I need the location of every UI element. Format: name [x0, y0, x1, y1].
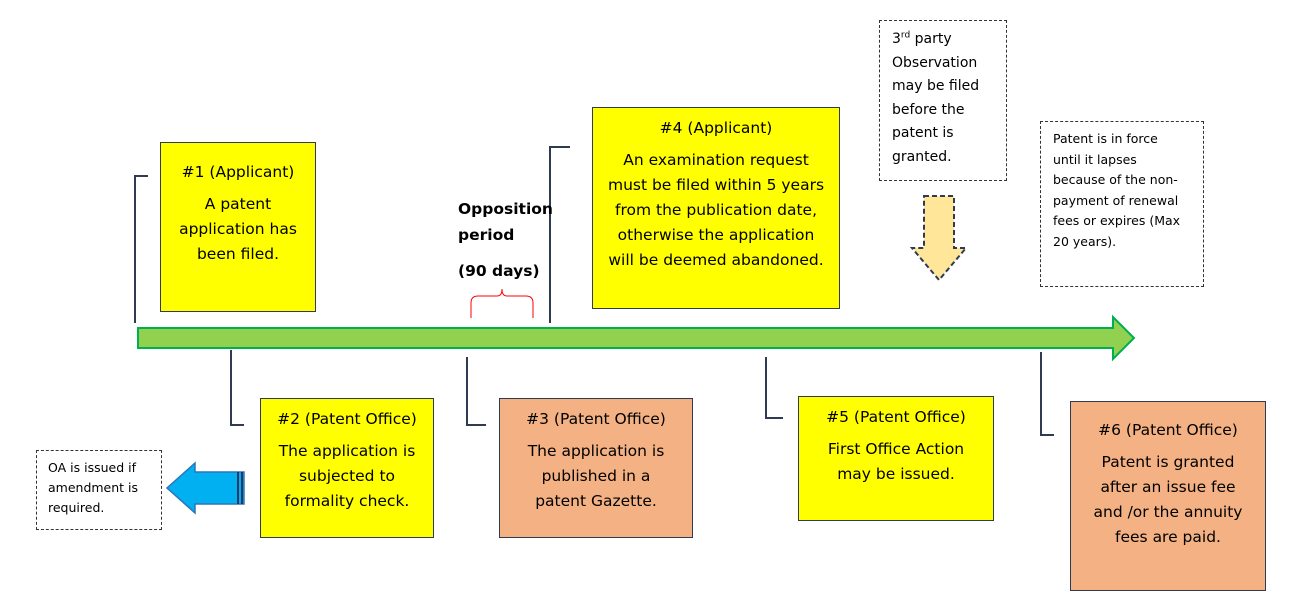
- event-4-box: #4 (Applicant) An examination request mu…: [592, 107, 840, 309]
- connector-6-horizontal: [1040, 434, 1054, 436]
- event-4-title: #4 (Applicant): [593, 116, 839, 141]
- event-1-box: #1 (Applicant) A patent application has …: [160, 142, 316, 312]
- event-1-line-1: A patent: [161, 192, 315, 217]
- event-1-title: #1 (Applicant): [161, 160, 315, 185]
- oa-line-2: amendment is: [48, 478, 161, 498]
- connector-5-vertical: [765, 357, 767, 419]
- event-6-line-1: Patent is granted: [1071, 450, 1265, 475]
- connector-2-horizontal: [230, 424, 244, 426]
- connector-3-horizontal: [466, 424, 486, 426]
- in-force-line-5: fees or expires (Max: [1053, 211, 1203, 232]
- event-3-line-3: patent Gazette.: [500, 489, 692, 514]
- event-2-line-1: The application is: [261, 439, 433, 464]
- third-party-line-4: patent is: [892, 122, 1006, 146]
- opposition-label: Opposition period (90 days): [458, 196, 553, 284]
- event-4-line-5: will be deemed abandoned.: [593, 248, 839, 273]
- connector-5-horizontal: [765, 417, 783, 419]
- third-party-line-2: may be filed: [892, 75, 1006, 99]
- oa-line-1: OA is issued if: [48, 458, 161, 478]
- event-2-title: #2 (Patent Office): [261, 407, 433, 432]
- event-4-line-2: must be filed within 5 years: [593, 173, 839, 198]
- event-2-line-3: formality check.: [261, 489, 433, 514]
- opposition-bracket: [471, 289, 533, 318]
- oa-line-3: required.: [48, 498, 161, 518]
- connector-6-vertical: [1040, 352, 1042, 436]
- event-3-box: #3 (Patent Office) The application is pu…: [499, 398, 693, 538]
- timeline-arrow: [138, 317, 1134, 359]
- third-party-line-1: Observation: [892, 52, 1006, 76]
- in-force-line-1: Patent is in force: [1053, 129, 1203, 150]
- in-force-note: Patent is in force until it lapses becau…: [1040, 121, 1204, 287]
- opposition-line-3: (90 days): [458, 258, 553, 284]
- connector-3-vertical: [466, 357, 468, 426]
- event-5-line-2: may be issued.: [799, 462, 993, 487]
- oa-note: OA is issued if amendment is required.: [36, 450, 162, 530]
- event-4-line-4: otherwise the application: [593, 223, 839, 248]
- event-3-line-1: The application is: [500, 439, 692, 464]
- event-6-title: #6 (Patent Office): [1071, 418, 1265, 443]
- connector-2-vertical: [230, 350, 232, 426]
- connector-4-horizontal: [549, 146, 570, 148]
- third-party-note: 3rd party Observation may be filed befor…: [879, 20, 1007, 181]
- third-party-line-0: 3rd party: [892, 28, 1006, 52]
- event-4-line-3: from the publication date,: [593, 198, 839, 223]
- event-2-line-2: subjected to: [261, 464, 433, 489]
- in-force-line-4: payment of renewal: [1053, 191, 1203, 212]
- third-party-line-5: granted.: [892, 146, 1006, 170]
- down-arrow-icon: [912, 196, 966, 280]
- connector-1-horizontal: [134, 175, 148, 177]
- event-3-title: #3 (Patent Office): [500, 407, 692, 432]
- opposition-line-1: Opposition: [458, 196, 553, 222]
- opposition-line-2: period: [458, 222, 553, 248]
- event-4-line-1: An examination request: [593, 148, 839, 173]
- event-3-line-2: published in a: [500, 464, 692, 489]
- event-6-line-2: after an issue fee: [1071, 475, 1265, 500]
- event-2-box: #2 (Patent Office) The application is su…: [260, 398, 434, 538]
- event-5-box: #5 (Patent Office) First Office Action m…: [798, 396, 994, 521]
- event-1-line-2: application has: [161, 217, 315, 242]
- in-force-line-6: 20 years).: [1053, 232, 1203, 253]
- event-6-box: #6 (Patent Office) Patent is granted aft…: [1070, 401, 1266, 591]
- in-force-line-3: because of the non-: [1053, 170, 1203, 191]
- event-6-line-3: and /or the annuity: [1071, 500, 1265, 525]
- third-party-line-3: before the: [892, 99, 1006, 123]
- event-5-line-1: First Office Action: [799, 437, 993, 462]
- event-5-title: #5 (Patent Office): [799, 405, 993, 430]
- connector-1-vertical: [134, 175, 136, 323]
- in-force-line-2: until it lapses: [1053, 150, 1203, 171]
- event-6-line-4: fees are paid.: [1071, 525, 1265, 550]
- event-1-line-3: been filed.: [161, 242, 315, 267]
- left-arrow-icon: [167, 463, 244, 513]
